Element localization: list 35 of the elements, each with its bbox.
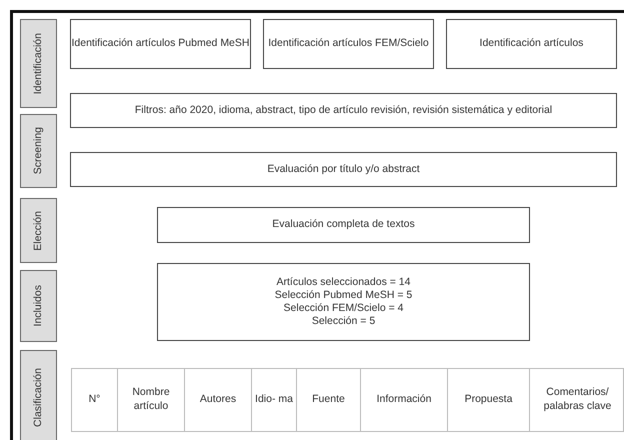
box-text: Selección Pubmed MeSH = 5	[274, 288, 412, 302]
box-text: Selección FEM/Scielo = 4	[284, 302, 404, 316]
process-box	[157, 207, 530, 243]
table-header-cell: N°	[72, 369, 118, 431]
table-header-cell: Autores	[185, 369, 252, 431]
table-header-cell: Idio- ma	[252, 369, 297, 431]
table-header-cell: Fuente	[297, 369, 361, 431]
box-text: Identificación artículos Pubmed MeSH	[71, 37, 250, 51]
phase-tab	[20, 114, 57, 188]
phase-label: Clasificación	[32, 368, 45, 427]
phase-label: Screening	[32, 127, 45, 175]
table-header-cell: Propuesta	[448, 369, 530, 431]
phase-tab	[20, 350, 57, 440]
process-box	[70, 152, 617, 187]
process-box	[157, 263, 530, 341]
phase-tab	[20, 198, 57, 263]
table-header-cell: Nombre artículo	[118, 369, 185, 431]
phase-label: Identificación	[32, 32, 45, 94]
box-text: Selección = 5	[312, 315, 376, 328]
phase-label: Elección	[32, 210, 45, 250]
box-text: Identificación artículos	[480, 37, 584, 51]
process-box	[70, 19, 251, 69]
process-box	[70, 93, 617, 128]
phase-tab	[20, 270, 57, 342]
box-text: Evaluación completa de textos	[272, 218, 415, 232]
process-box	[446, 19, 617, 69]
table-header-cell-text: Comentarios/ palabras clave	[542, 385, 612, 414]
box-text: Identificación artículos FEM/Scielo	[268, 37, 429, 51]
box-text: Filtros: año 2020, idioma, abstract, tipo de artículo revisión, revisión sistemática y editorial	[134, 104, 552, 118]
phase-tab	[20, 19, 57, 108]
phase-label: Incluidos	[32, 285, 45, 327]
process-box	[263, 19, 434, 69]
box-text: Evaluación por título y/o abstract	[267, 162, 420, 176]
box-text: Artículos seleccionados = 14	[276, 276, 410, 289]
table-header-cell: Información	[361, 369, 448, 431]
